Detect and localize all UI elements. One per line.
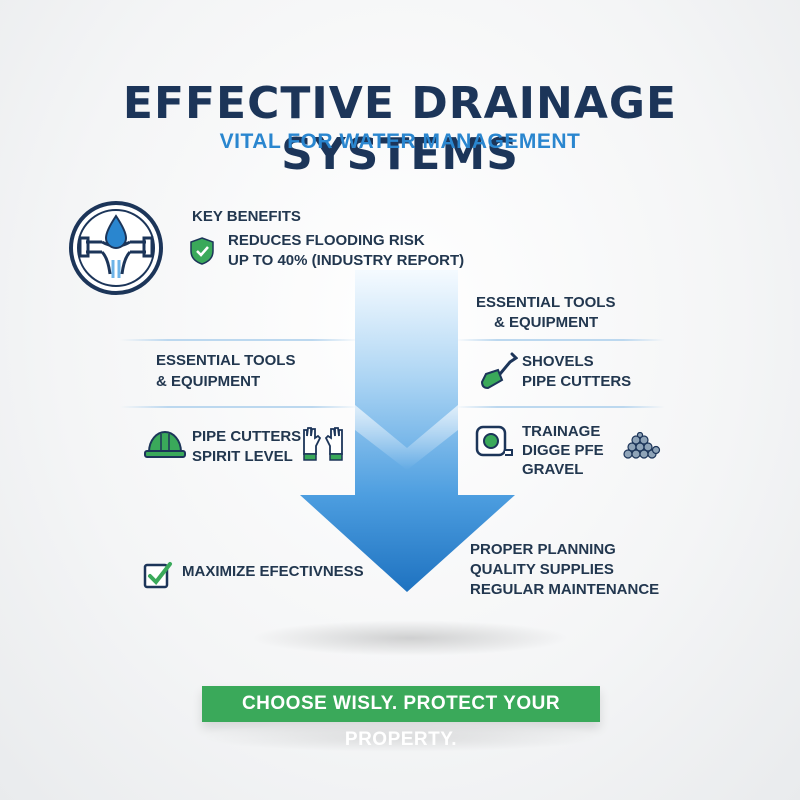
footer-banner: CHOOSE WISLY. PROTECT YOUR PROPERTY. — [202, 686, 600, 750]
left-tools-line-2: SPIRIT LEVEL — [192, 448, 293, 465]
checkbox-icon — [143, 562, 172, 589]
trainage-line-1: TRAINAGE — [522, 423, 601, 440]
planning-line-1: PROPER PLANNING — [470, 541, 616, 558]
banner-shadow — [200, 724, 600, 752]
key-benefits-heading: KEY BENEFITS — [192, 208, 301, 225]
trainage-line-2: DIGGE PFE — [522, 442, 604, 459]
planning-line-2: QUALITY SUPPLIES — [470, 561, 614, 578]
gloves-icon — [303, 427, 343, 461]
hard-hat-icon — [144, 430, 186, 458]
trainage-line-3: GRAVEL — [522, 461, 584, 478]
shovel-line-1: SHOVELS — [522, 353, 594, 370]
maximize-effectiveness: MAXIMIZE EFECTIVNESS — [182, 563, 364, 580]
page-title: EFFECTIVE DRAINAGE SYSTEMS — [122, 78, 678, 180]
left-tools-heading-1: ESSENTIAL TOOLS — [156, 352, 296, 369]
pipe-water-drop-icon — [69, 201, 163, 295]
downward-arrow — [300, 270, 515, 592]
right-tools-heading-2: & EQUIPMENT — [494, 314, 599, 331]
shovel-line-2: PIPE CUTTERS — [522, 373, 632, 390]
divider-left-top — [120, 339, 360, 341]
left-tools-line-1: PIPE CUTTERS — [192, 428, 302, 445]
planning-line-3: REGULAR MAINTENANCE — [470, 581, 660, 598]
shovel-icon — [480, 352, 518, 390]
gravel-icon — [623, 432, 661, 459]
divider-right-top — [455, 339, 665, 341]
page-subtitle: VITAL FOR WATER MANAGEMENT — [219, 130, 581, 153]
right-tools-heading-1: ESSENTIAL TOOLS — [476, 294, 616, 311]
divider-left-bottom — [120, 406, 360, 408]
benefit-line-1: REDUCES FLOODING RISK — [228, 232, 425, 249]
arrow-shadow — [250, 620, 570, 656]
tape-measure-icon — [475, 425, 513, 457]
left-tools-heading-2: & EQUIPMENT — [156, 373, 261, 390]
divider-right-bottom — [455, 406, 665, 408]
benefit-line-2: UP TO 40% (INDUSTRY REPORT) — [228, 252, 465, 269]
shield-check-icon — [190, 237, 214, 265]
